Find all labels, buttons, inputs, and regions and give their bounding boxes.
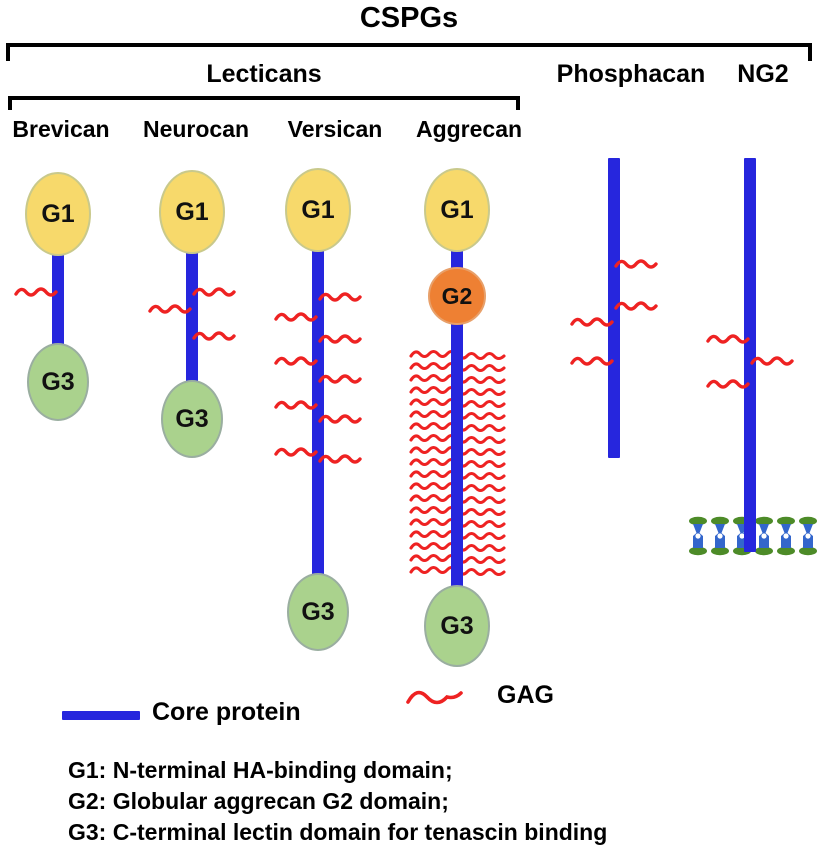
neurocan-gag-right-2 [192, 327, 236, 345]
phosphacan-gag-right-1 [614, 255, 658, 273]
neurocan-core-protein [186, 228, 198, 396]
column-label-aggrecan: Aggrecan [415, 116, 523, 142]
group-label-phosphacan: Phosphacan [556, 60, 706, 88]
versican-core-protein [312, 240, 324, 588]
ng2-core-protein [744, 158, 756, 550]
bracket-lecticans [8, 96, 520, 110]
footnote-g3: G3: C-terminal lectin domain for tenasci… [68, 819, 608, 845]
aggrecan-gag-field-left [409, 348, 455, 582]
phosphacan-core-protein [608, 158, 620, 458]
footnote-g1: G1: N-terminal HA-binding domain; [68, 757, 453, 783]
ng2-core-protein-membrane-segment [744, 515, 756, 552]
legend-gag-label: GAG [497, 681, 554, 709]
legend-core-protein-line [62, 711, 140, 720]
versican-gag-right-5 [318, 450, 362, 468]
group-label-ng2: NG2 [737, 60, 789, 88]
column-label-brevican: Brevican [12, 116, 110, 142]
neurocan-domain-g3: G3 [161, 380, 223, 458]
legend-gag-wave-icon [405, 685, 465, 709]
versican-domain-g3: G3 [287, 573, 349, 651]
brevican-domain-g3: G3 [27, 343, 89, 421]
neurocan-domain-g1: G1 [159, 170, 225, 254]
aggrecan-domain-g2: G2 [428, 267, 486, 325]
ng2-gag-right-1 [750, 352, 794, 370]
column-label-neurocan: Neurocan [142, 116, 250, 142]
versican-gag-right-1 [318, 288, 362, 306]
legend-core-protein-label: Core protein [152, 698, 301, 726]
brevican-core-protein [52, 230, 64, 360]
versican-gag-right-2 [318, 330, 362, 348]
phosphacan-gag-right-2 [614, 297, 658, 315]
footnote-g2: G2: Globular aggrecan G2 domain; [68, 788, 449, 814]
bracket-cspgs [6, 43, 812, 61]
versican-domain-g1: G1 [285, 168, 351, 252]
brevican-domain-g1: G1 [25, 172, 91, 256]
versican-gag-right-3 [318, 370, 362, 388]
aggrecan-domain-g3: G3 [424, 585, 490, 667]
aggrecan-domain-g1: G1 [424, 168, 490, 252]
group-label-lecticans: Lecticans [206, 60, 322, 88]
column-label-versican: Versican [287, 116, 383, 142]
neurocan-gag-right-1 [192, 283, 236, 301]
figure-title: CSPGs [359, 2, 459, 34]
ng2-plasma-membrane [688, 515, 818, 557]
versican-gag-right-4 [318, 410, 362, 428]
aggrecan-gag-field-right [458, 348, 506, 582]
